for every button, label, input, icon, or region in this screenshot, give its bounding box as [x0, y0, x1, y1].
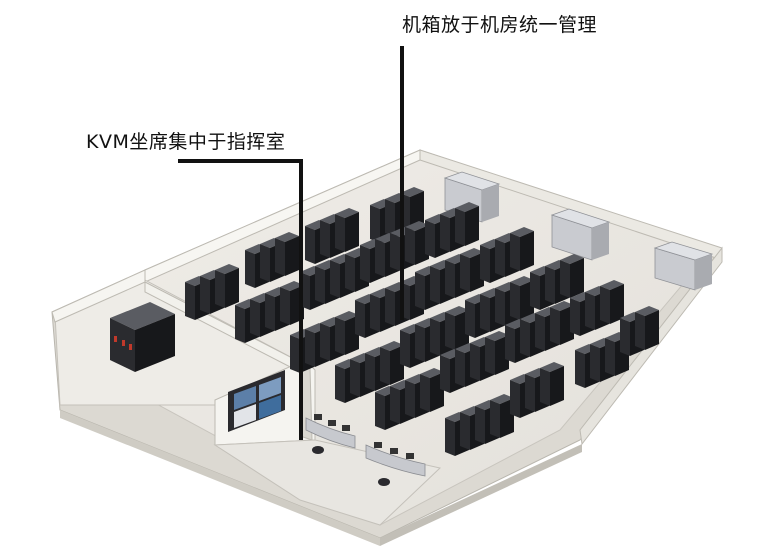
server-rack: [215, 264, 239, 308]
operator-console-1: [305, 414, 356, 454]
callout-command-room: KVM坐席集中于指挥室: [86, 131, 286, 153]
floor-front-edge-right: [380, 444, 582, 546]
server-rack: [335, 208, 359, 252]
callout-server-room: 机箱放于机房统一管理: [402, 14, 598, 36]
server-rack: [635, 306, 659, 350]
server-rack-rows: [185, 187, 659, 456]
ac-unit-3: [653, 241, 714, 291]
leader-line-command-room: [178, 159, 303, 440]
video-wall: [228, 370, 285, 432]
server-rack: [275, 232, 299, 276]
server-rack: [600, 280, 624, 324]
server-rack: [560, 254, 584, 298]
server-rack: [455, 202, 479, 246]
server-rack: [510, 227, 534, 271]
server-rack: [460, 248, 484, 292]
server-rack: [540, 362, 564, 406]
operator-console-2: [365, 442, 426, 486]
ac-unit-2: [550, 208, 611, 261]
ups-cabinets: [110, 302, 175, 372]
floor-front-edge: [60, 410, 380, 546]
